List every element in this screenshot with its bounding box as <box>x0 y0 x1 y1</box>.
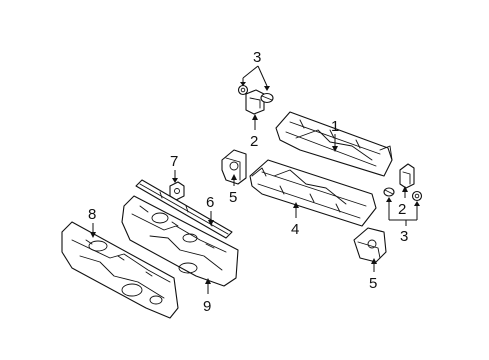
callout-7: 7 <box>170 153 178 183</box>
nut-top <box>237 84 249 96</box>
dash-insulator-front <box>61 221 179 319</box>
bracket-right <box>353 227 387 263</box>
svg-text:6: 6 <box>206 194 214 211</box>
callout-2-top: 2 <box>250 114 258 150</box>
callout-5-left: 5 <box>229 174 237 206</box>
svg-text:5: 5 <box>229 189 237 206</box>
cowl-lower-panel <box>249 159 377 227</box>
svg-text:1: 1 <box>331 118 339 135</box>
svg-text:4: 4 <box>291 221 299 238</box>
svg-text:3: 3 <box>253 49 261 66</box>
callout-2-right: 2 <box>398 186 408 218</box>
insulator-strip <box>135 179 233 239</box>
cowl-top-panel <box>275 111 393 177</box>
callout-4: 4 <box>291 202 299 238</box>
nut-right <box>411 190 423 202</box>
callout-1: 1 <box>331 118 339 152</box>
svg-text:8: 8 <box>88 206 96 223</box>
bolt-top <box>260 92 274 104</box>
svg-text:2: 2 <box>250 133 258 150</box>
svg-text:5: 5 <box>369 275 377 292</box>
callout-8: 8 <box>88 206 96 238</box>
svg-text:9: 9 <box>203 298 211 315</box>
svg-text:7: 7 <box>170 153 178 170</box>
callout-3-right: 3 <box>386 197 420 245</box>
clip-top <box>245 89 265 115</box>
svg-text:2: 2 <box>398 201 406 218</box>
callout-6: 6 <box>206 194 214 226</box>
callout-9: 9 <box>203 278 211 315</box>
clip-right <box>399 163 415 189</box>
svg-text:3: 3 <box>400 228 408 245</box>
callout-3-top: 3 <box>240 49 270 91</box>
callout-5-right: 5 <box>369 258 377 292</box>
dash-insulator-rear <box>121 195 239 287</box>
bracket-left <box>221 149 247 185</box>
bolt-right <box>383 187 395 197</box>
